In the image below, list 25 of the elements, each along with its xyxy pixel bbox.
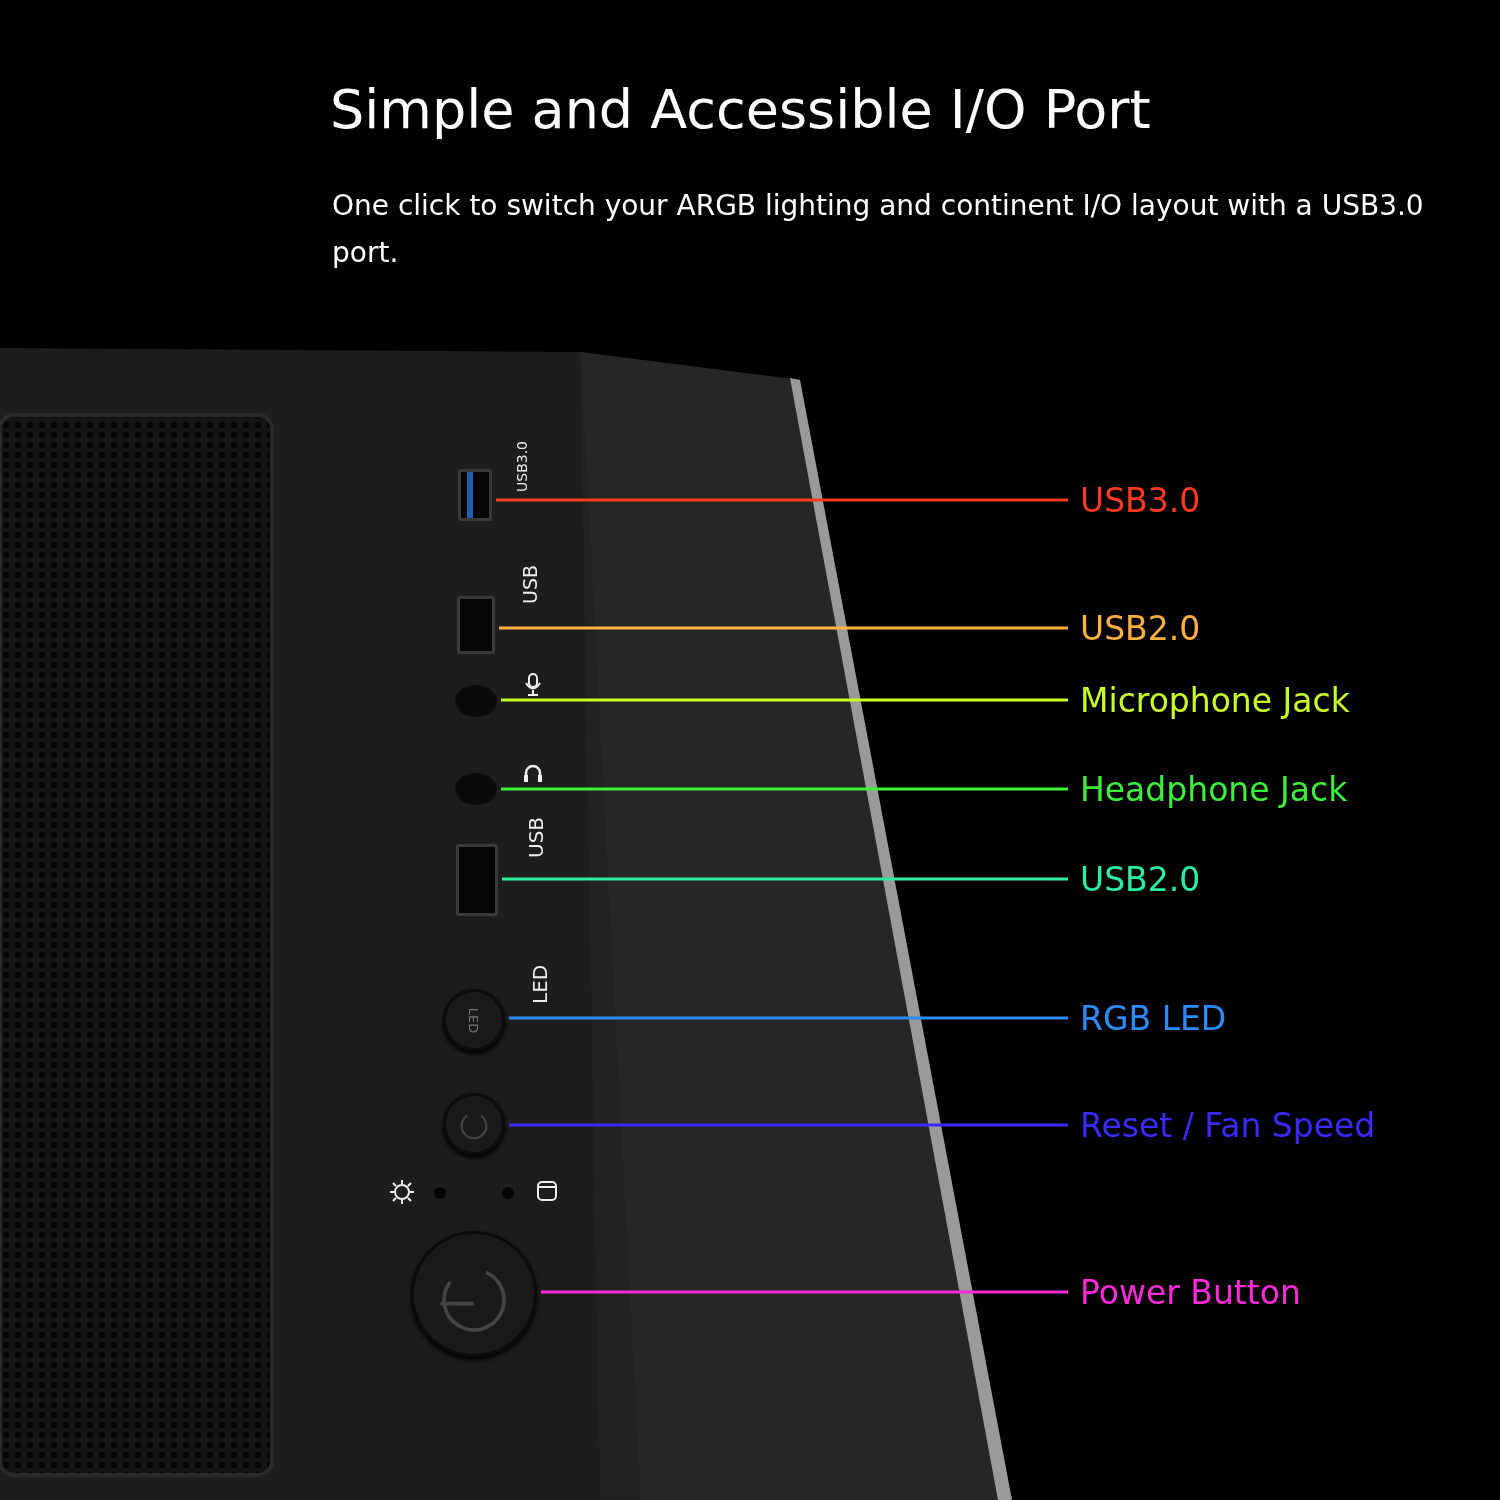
leader-line [499,626,1068,630]
leader-line [509,1016,1068,1020]
leader-line [496,498,1068,502]
callout-label: USB2.0 [1080,611,1201,645]
callout-label: Headphone Jack [1080,772,1348,806]
callout-label: Power Button [1080,1275,1301,1309]
callout-label: Microphone Jack [1080,683,1350,717]
port-label: USB [526,816,546,858]
usb-port [458,469,492,521]
leader-line [501,698,1068,702]
port-label: USB3.0 [515,441,529,492]
leader-line [541,1290,1068,1294]
callout-label: USB3.0 [1080,483,1201,517]
callout-label: USB2.0 [1080,862,1201,896]
port-label: USB [521,565,540,604]
leader-line [502,877,1068,881]
leader-line [501,787,1068,791]
usb-port [457,596,495,654]
port-label: LED [530,964,550,1004]
usb-port [456,844,498,916]
callout-label: RGB LED [1080,1001,1227,1035]
title: Simple and Accessible I/O Port [330,78,1151,141]
description-text: One click to switch your ARGB lighting and continent I/O layout with a USB3.0 port. [332,188,1425,271]
leader-line [509,1123,1068,1127]
callout-label: Reset / Fan Speed [1080,1108,1376,1142]
